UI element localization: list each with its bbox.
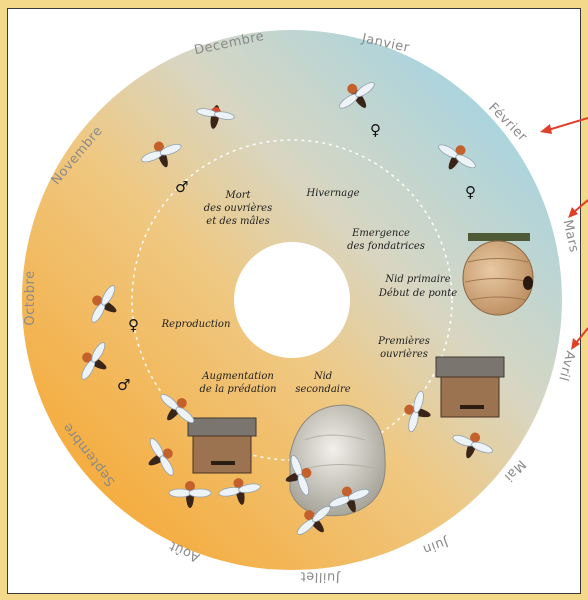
arrow-fevrier-icon — [548, 118, 588, 130]
phase-emergence: Emergence — [351, 228, 410, 239]
phase-debut-ponte: Début de ponte — [378, 288, 457, 299]
month-avril: Avril — [555, 349, 577, 383]
male-symbol-icon: ♂ — [117, 376, 130, 394]
female-symbol-icon: ♀ — [370, 121, 381, 139]
month-mars: Mars — [560, 218, 582, 254]
month-octobre: Octobre — [23, 270, 38, 325]
phase-premieres-ouvrieres: ouvrières — [380, 349, 428, 360]
phase-augmentation-predation: de la prédation — [200, 384, 277, 395]
phase-premieres: Premières — [377, 336, 430, 347]
phase-nid-secondaire: Nid — [313, 371, 332, 382]
beehive-right — [436, 357, 504, 417]
month-juin: Juin — [420, 533, 450, 556]
male-symbol-icon: ♂ — [175, 178, 188, 196]
phase-emergence-fondatrices: des fondatrices — [347, 241, 425, 252]
phase-augmentation: Augmentation — [201, 371, 274, 382]
phase-secondaire: secondaire — [295, 384, 350, 395]
phase-hivernage: Hivernage — [306, 188, 360, 199]
arrow-head-icon — [540, 124, 552, 134]
phase-mort: Mort — [224, 190, 251, 201]
female-symbol-icon: ♀ — [465, 183, 476, 201]
phase-mort-ouvrieres: des ouvrières — [204, 203, 272, 214]
phase-reproduction: Reproduction — [161, 319, 231, 330]
arrow-avril-icon — [576, 328, 588, 343]
month-juillet: Juillet — [300, 568, 341, 584]
female-symbol-icon: ♀ — [128, 316, 139, 334]
phase-nid-primaire: Nid primaire — [384, 274, 450, 285]
phase-mort-males: et des mâles — [206, 216, 269, 227]
beehive-left — [188, 418, 256, 473]
arrow-mars-icon — [574, 200, 588, 212]
